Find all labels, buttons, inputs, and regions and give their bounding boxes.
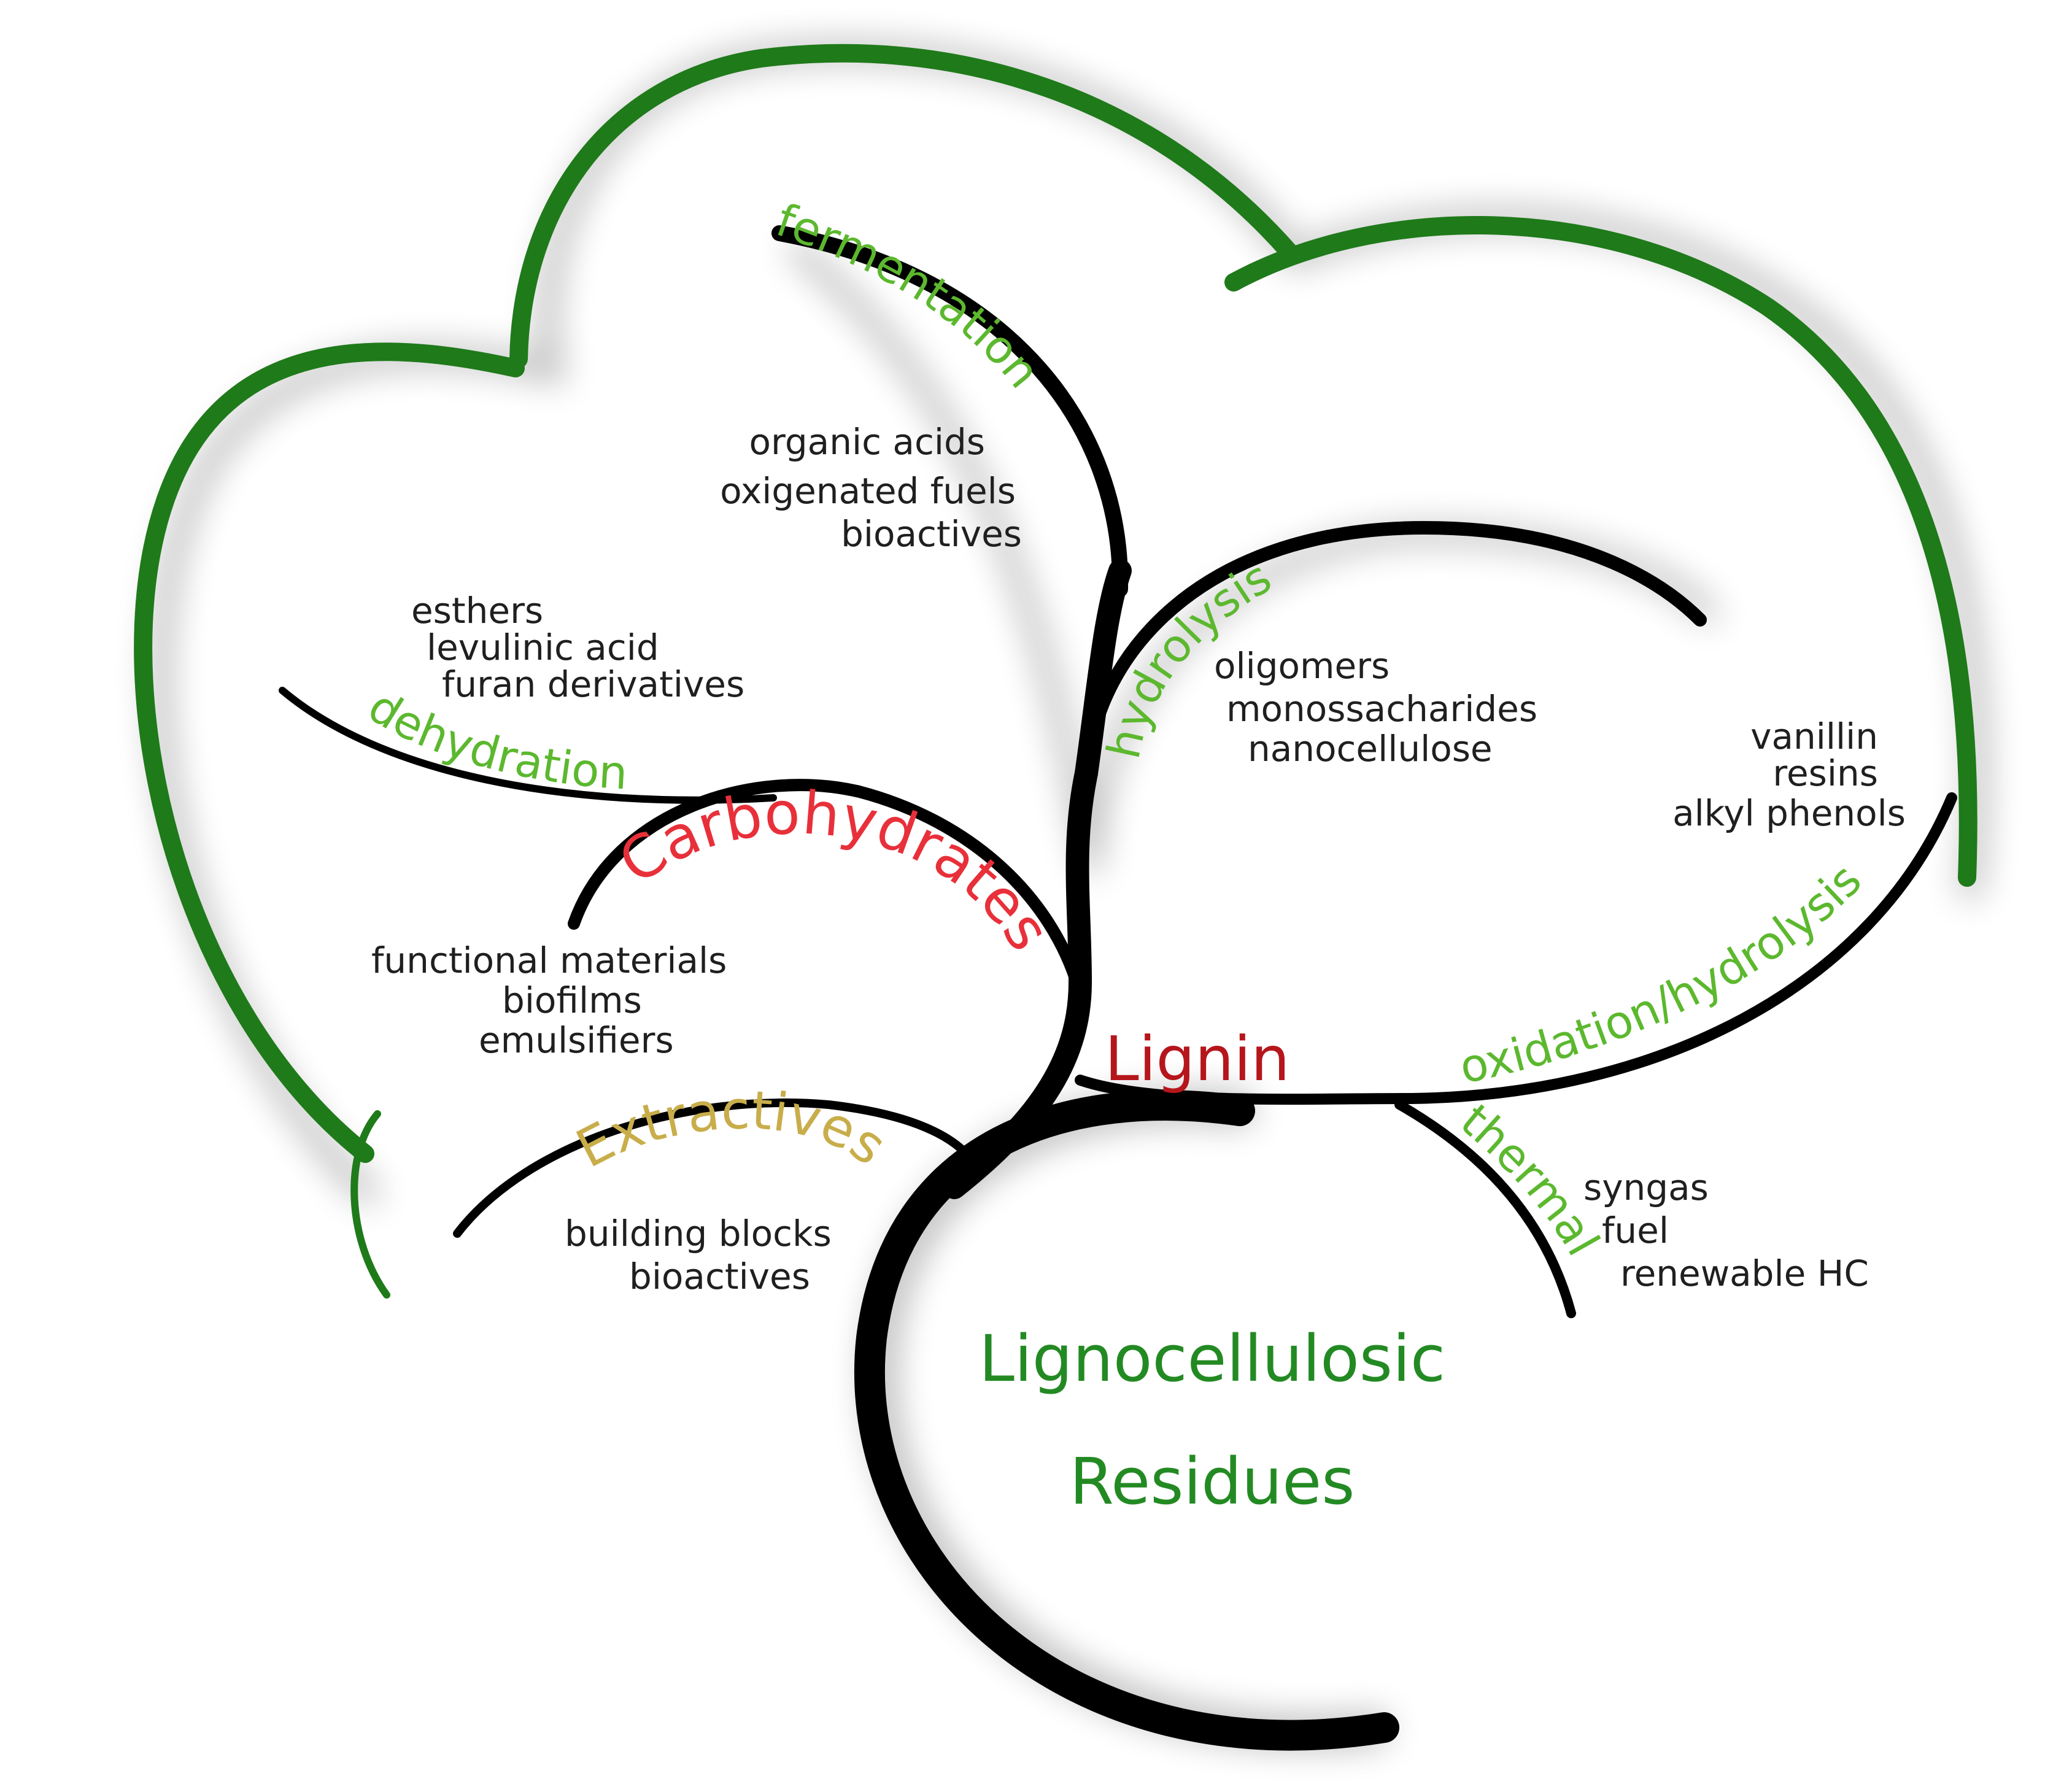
product-item: bioactives xyxy=(629,1256,810,1297)
product-item: monossacharides xyxy=(1226,688,1537,730)
product-item: bioactives xyxy=(841,513,1022,555)
product-item: functional materials xyxy=(371,940,727,981)
trunk-main xyxy=(943,559,1132,1199)
category-carbohydrates: Carbohydrates xyxy=(607,778,1064,962)
product-item: biofilms xyxy=(502,979,642,1021)
product-item: vanillin xyxy=(1750,716,1878,757)
center-label: Lignocellulosic Residues xyxy=(979,1321,1445,1519)
products-thermal: syngas fuel renewable HC xyxy=(1583,1167,1869,1294)
products-dehydration: esthers levulinic acid furan derivatives xyxy=(411,590,744,705)
trunk-spiral xyxy=(854,1090,1399,1751)
dehydration-branch xyxy=(279,687,777,804)
product-item: renewable HC xyxy=(1620,1253,1869,1294)
center-label-line2: Residues xyxy=(1070,1444,1355,1519)
extractives-branch xyxy=(453,1098,980,1238)
canopy-right-lobe xyxy=(1224,216,1977,887)
products-oxidation-hydrolysis: vanillin resins alkyl phenols xyxy=(1672,716,1906,834)
canopy-outline xyxy=(134,44,1977,1299)
products-hydrolysis: oligomers monossacharides nanocellulose xyxy=(1214,645,1537,770)
hydrolysis-branch xyxy=(1079,520,1707,805)
center-label-line1: Lignocellulosic xyxy=(979,1321,1445,1396)
product-item: building blocks xyxy=(565,1213,832,1254)
product-item: syngas xyxy=(1583,1167,1709,1208)
fermentation-branch xyxy=(771,225,1129,597)
product-item: emulsifiers xyxy=(479,1019,674,1061)
products-carbohydrates: functional materials biofilms emulsifier… xyxy=(371,940,727,1061)
product-item: resins xyxy=(1772,752,1878,794)
products-extractives: building blocks bioactives xyxy=(565,1213,832,1297)
category-extractives: Extractives xyxy=(567,1079,897,1180)
canopy-left-lobe xyxy=(134,342,525,1163)
carbohydrates-branch xyxy=(568,779,1086,1000)
branches xyxy=(279,225,1957,1751)
product-item: alkyl phenols xyxy=(1672,792,1906,834)
product-item: fuel xyxy=(1602,1210,1669,1251)
canopy-bottom-left-stub xyxy=(350,1110,390,1299)
product-item: furan derivatives xyxy=(442,663,744,705)
category-lignin: Lignin xyxy=(1105,1023,1290,1095)
thermal-branch xyxy=(1394,1100,1576,1318)
product-item: oxigenated fuels xyxy=(720,470,1016,512)
lignin-lobe-arc xyxy=(1075,792,1957,1105)
product-item: nanocellulose xyxy=(1248,728,1493,770)
product-lists: organic acids oxigenated fuels bioactive… xyxy=(371,421,1906,1297)
product-item: esthers xyxy=(411,590,543,631)
canopy-top-lobe xyxy=(509,44,1298,368)
product-item: levulinic acid xyxy=(427,627,659,668)
product-item: organic acids xyxy=(749,421,985,463)
products-fermentation: organic acids oxigenated fuels bioactive… xyxy=(720,421,1022,555)
product-item: oligomers xyxy=(1214,645,1390,687)
